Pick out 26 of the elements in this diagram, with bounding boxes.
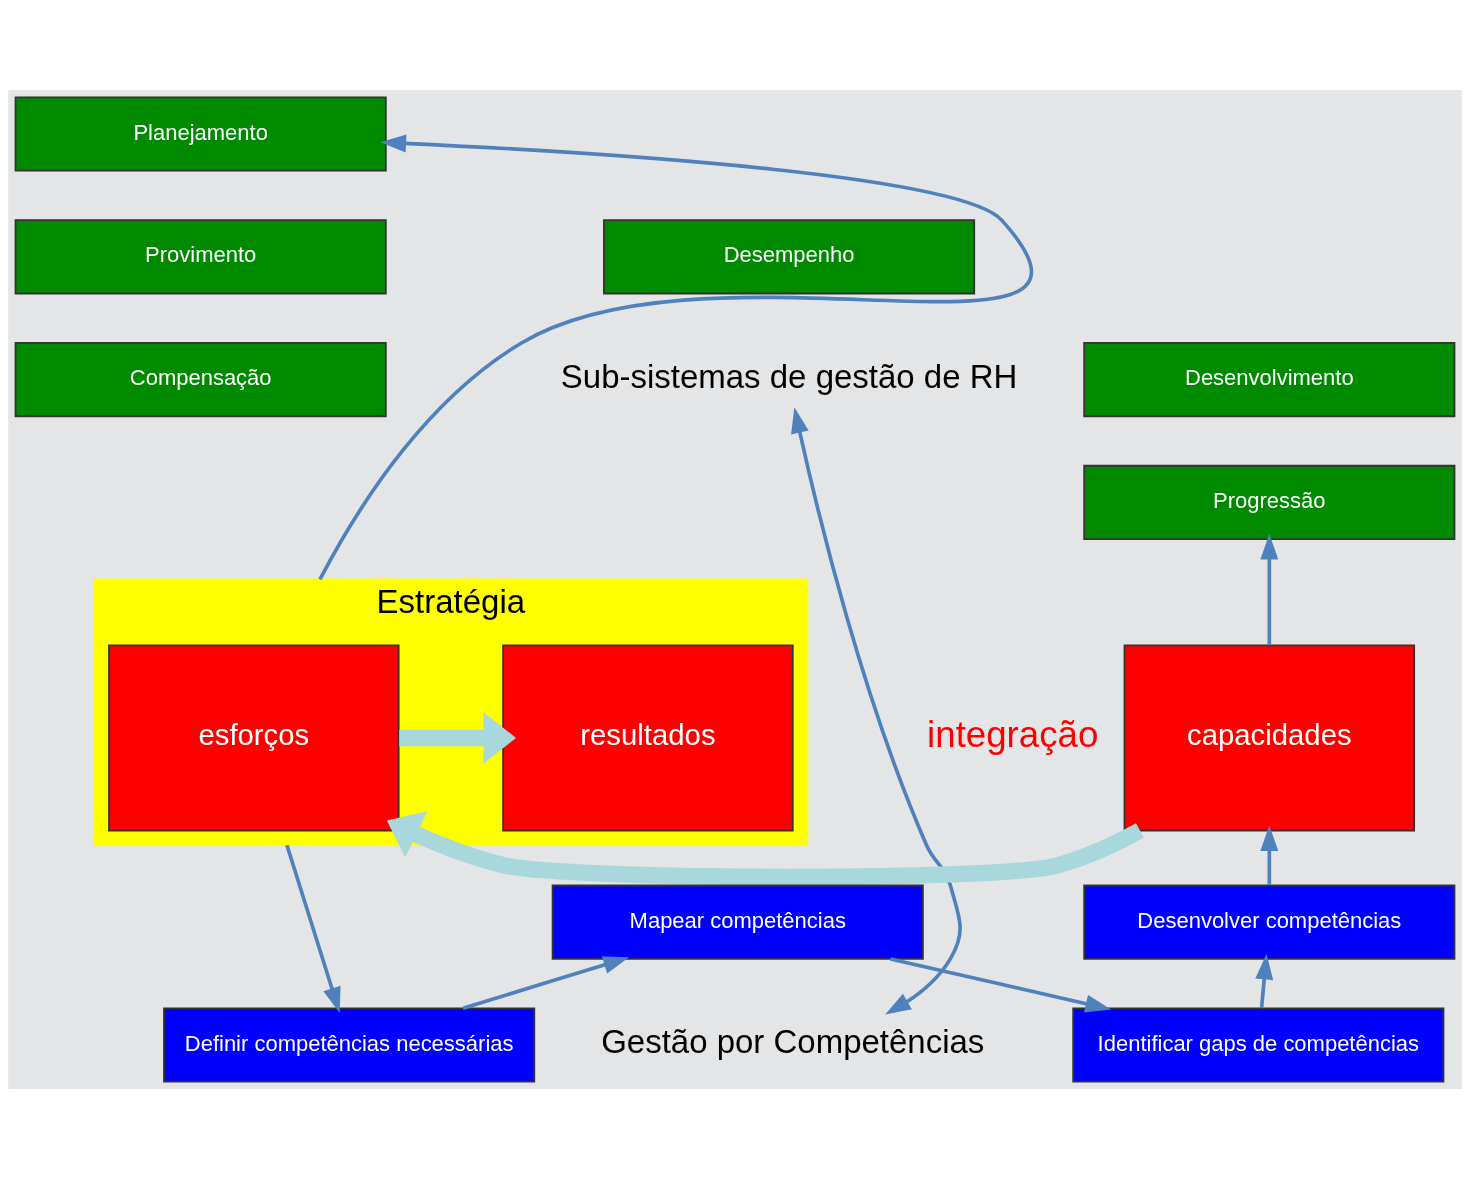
node-box: Provimento	[14, 218, 387, 294]
node-box: Definir competências necessárias	[163, 1006, 536, 1083]
arrow	[285, 844, 341, 1013]
node-box: esforços	[108, 644, 400, 831]
arrow	[1260, 824, 1279, 885]
arrow	[462, 955, 630, 1010]
node-text: Sub-sistemas de gestão de RH	[560, 357, 1018, 395]
node-box: Progressão	[1083, 464, 1456, 540]
arrow	[791, 406, 962, 1015]
node-box: capacidades	[1123, 644, 1416, 831]
arrow	[890, 956, 1112, 1012]
node-box: Compensação	[14, 341, 387, 417]
arrow	[399, 711, 517, 764]
node-box: Identificar gaps de competências	[1072, 1006, 1445, 1083]
arrow	[386, 810, 1144, 885]
node-box: Planejamento	[14, 95, 387, 172]
node-box: Desenvolvimento	[1083, 341, 1456, 417]
node-box: Desenvolver competências	[1083, 884, 1456, 960]
edge-label: integração	[927, 713, 1099, 755]
node-box: Mapear competências	[551, 884, 924, 960]
node-box: resultados	[502, 644, 794, 831]
arrow	[318, 133, 1032, 580]
node-box: Desempenho	[603, 218, 976, 294]
arrow	[1260, 533, 1279, 645]
arrow	[1255, 953, 1274, 1008]
node-text: Gestão por Competências	[601, 1022, 985, 1060]
